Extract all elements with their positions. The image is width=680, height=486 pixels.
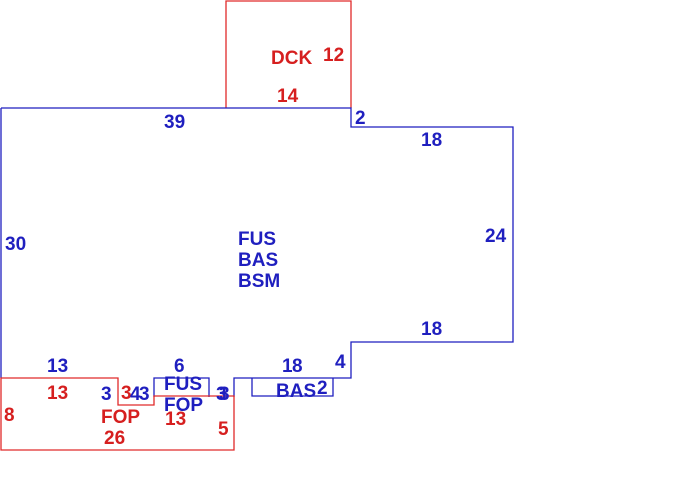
dim-deck-side: 12	[323, 45, 344, 66]
dim-main-step-bottom: 4	[335, 352, 346, 373]
deck-outline	[225, 0, 352, 108]
small-fop-label: FOP	[164, 395, 203, 416]
dim-main-bottom-right: 18	[421, 319, 442, 340]
dim-main-left: 30	[5, 234, 26, 255]
dim-main-bottom-mid: 6	[174, 356, 185, 377]
bay-outline	[251, 378, 334, 397]
dim-bay-top-b: 8	[292, 356, 303, 377]
dim-main-step: 2	[355, 108, 366, 129]
dim-main-top-right: 18	[421, 130, 442, 151]
dim-bay-side: 2	[317, 378, 328, 399]
dim-fop-bottom: 26	[104, 428, 125, 449]
dim-fop-left: 8	[4, 405, 15, 426]
porch-outline	[0, 377, 235, 451]
dim-main-right: 24	[485, 226, 507, 247]
main-outline	[0, 107, 514, 397]
dim-main-bottom-left: 13	[47, 356, 68, 377]
dim-fop-inner-e: 13	[165, 409, 186, 430]
dim-fop-inner-c: 4	[130, 384, 141, 405]
main-area-label-2: BAS	[238, 250, 278, 271]
deck-label: DCK	[271, 48, 312, 69]
small-fus-outline	[153, 377, 210, 397]
bay-label: BAS	[276, 381, 316, 402]
dim-fop-inner-b: 3	[121, 383, 132, 404]
dim-fop-right: 5	[218, 419, 229, 440]
dim-fus-side-b: 3	[219, 384, 230, 405]
dim-fop-top: 13	[47, 383, 68, 404]
main-area-label-1: FUS	[238, 229, 276, 250]
small-fus-label: FUS	[164, 374, 202, 395]
dim-main-top: 39	[164, 112, 185, 133]
porch-label: FOP	[101, 407, 140, 428]
dim-fop-inner-d: 3	[139, 384, 150, 405]
dim-fop-inner-a: 3	[101, 384, 112, 405]
dim-bay-top-a: 1	[282, 356, 293, 377]
main-area-label-3: BSM	[238, 271, 280, 292]
dim-fus-side-a: 3	[216, 384, 227, 405]
dim-deck-width: 14	[277, 86, 299, 107]
